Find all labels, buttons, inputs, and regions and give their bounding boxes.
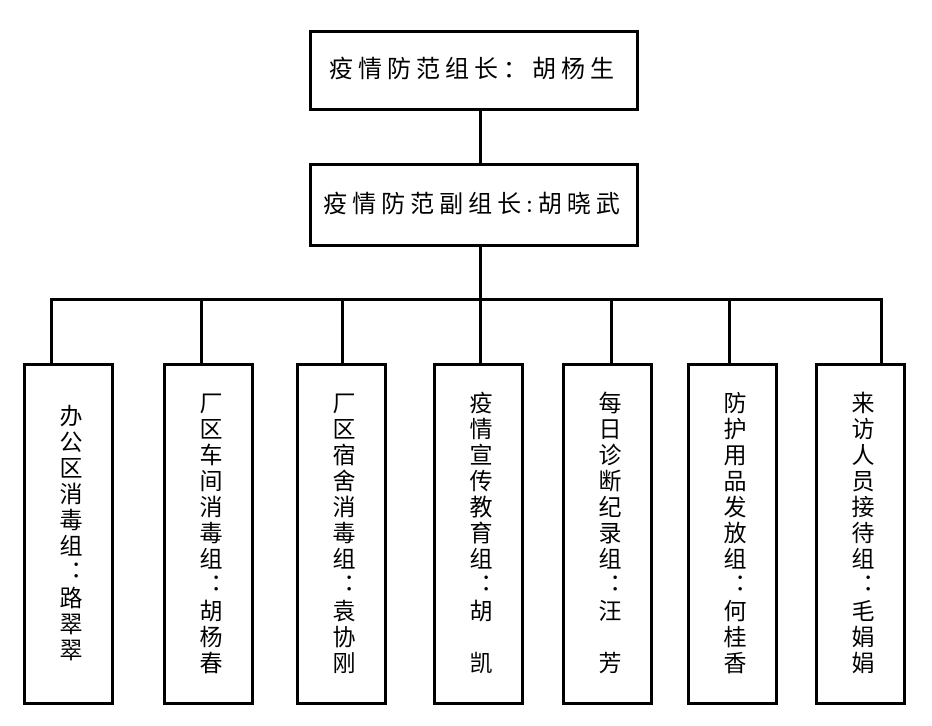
group-label: 疫情宣传教育组：胡 凯 bbox=[466, 391, 491, 677]
leader-label: 疫情防范组长：胡杨生 bbox=[329, 57, 619, 84]
group-label: 厂区车间消毒组：胡杨春 bbox=[196, 391, 221, 677]
deputy-leader-label: 疫情防范副组长:胡晓武 bbox=[323, 191, 625, 218]
group-box-protective-supplies: 防护用品发放组：何桂香 bbox=[687, 363, 778, 705]
connector-drop-group-4 bbox=[479, 301, 482, 363]
group-box-daily-diagnosis-record: 每日诊断纪录组：汪 芳 bbox=[562, 363, 653, 705]
connector-drop-group-1 bbox=[50, 301, 53, 363]
group-box-visitor-reception: 来访人员接待组：毛娟娟 bbox=[815, 363, 906, 705]
group-label: 来访人员接待组：毛娟娟 bbox=[848, 391, 873, 677]
group-box-workshop-disinfection: 厂区车间消毒组：胡杨春 bbox=[163, 363, 254, 705]
group-box-office-disinfection: 办公区消毒组：路翠翠 bbox=[23, 363, 114, 705]
connector-leader-to-deputy bbox=[479, 111, 482, 163]
group-label: 每日诊断纪录组：汪 芳 bbox=[595, 391, 620, 677]
group-label: 办公区消毒组：路翠翠 bbox=[56, 404, 81, 664]
connector-horizontal-rail bbox=[50, 298, 883, 301]
connector-drop-group-6 bbox=[728, 301, 731, 363]
connector-drop-group-2 bbox=[200, 301, 203, 363]
group-label: 防护用品发放组：何桂香 bbox=[720, 391, 745, 677]
leader-box: 疫情防范组长：胡杨生 bbox=[309, 30, 639, 111]
connector-drop-group-5 bbox=[610, 301, 613, 363]
group-label: 厂区宿舍消毒组：袁协刚 bbox=[329, 391, 354, 677]
deputy-leader-box: 疫情防范副组长:胡晓武 bbox=[309, 163, 639, 247]
group-box-dormitory-disinfection: 厂区宿舍消毒组：袁协刚 bbox=[296, 363, 387, 705]
group-box-publicity-education: 疫情宣传教育组：胡 凯 bbox=[433, 363, 524, 705]
connector-drop-group-3 bbox=[341, 301, 344, 363]
connector-drop-group-7 bbox=[880, 301, 883, 363]
connector-deputy-to-rail bbox=[479, 247, 482, 298]
